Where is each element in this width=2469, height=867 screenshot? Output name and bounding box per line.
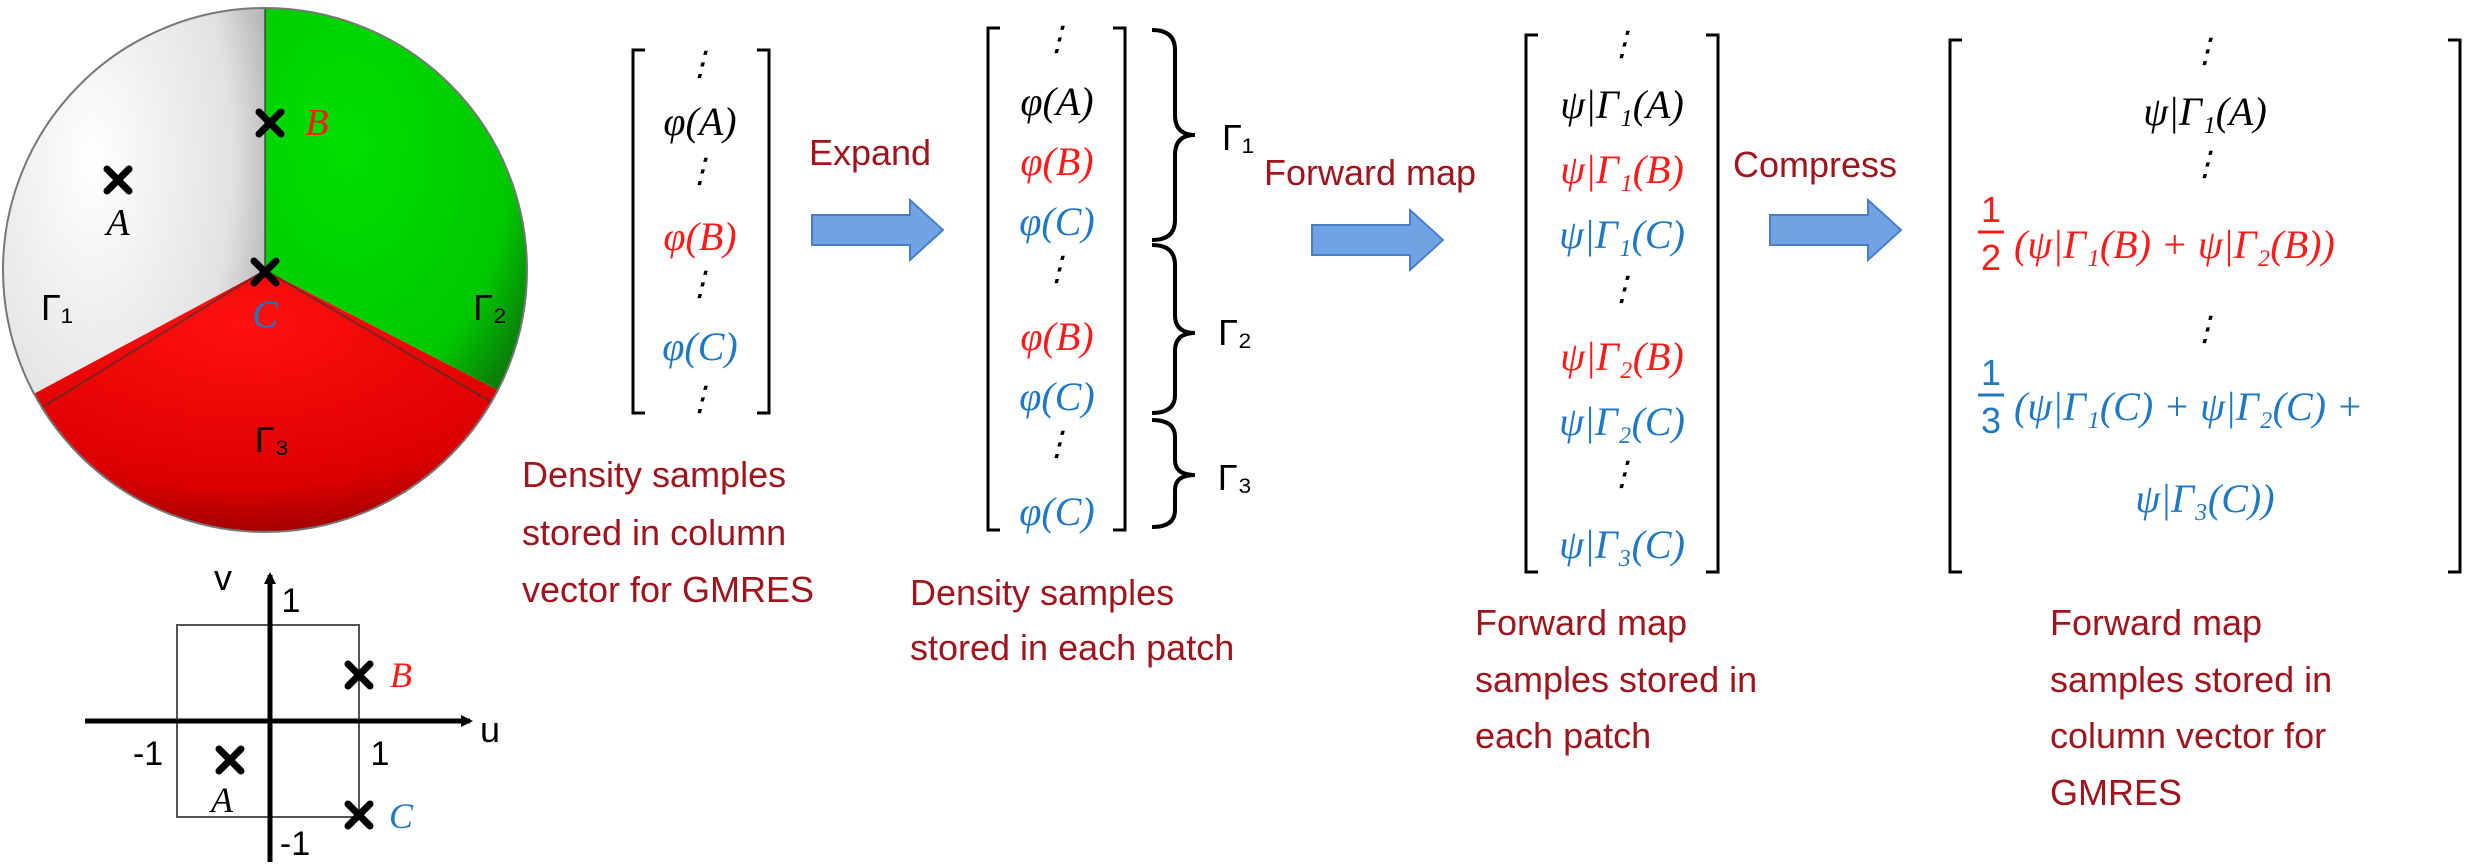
half-fraction-denominator: 2 bbox=[1981, 237, 2001, 278]
vector1-right-bracket bbox=[757, 48, 771, 415]
sphere-label-c: C bbox=[252, 294, 278, 336]
expand-arrow-icon bbox=[811, 197, 945, 263]
vector1-entry: ⋮ bbox=[683, 266, 717, 303]
vector1-entry: φ(C) bbox=[662, 324, 737, 369]
vector1-caption-line: stored in column bbox=[522, 512, 786, 553]
vector2-right-bracket bbox=[1113, 26, 1127, 532]
vector1-entry: ⋮ bbox=[683, 46, 717, 83]
third-average-expression-line2: ψ|Γ₃(C)) bbox=[2135, 476, 2274, 521]
vector2-entry: φ(C) bbox=[1019, 489, 1094, 534]
vector3-entry: ⋮ bbox=[1605, 271, 1639, 308]
forward-map-step: Forward map bbox=[1264, 152, 1476, 273]
vector3-right-bracket bbox=[1706, 33, 1720, 574]
vector1-entry: ⋮ bbox=[683, 153, 717, 190]
vector4-entry: ⋮ bbox=[2188, 146, 2222, 183]
compress-label: Compress bbox=[1733, 144, 1897, 185]
sphere-label-gamma2: Γ₂ bbox=[473, 287, 507, 328]
vector2-entry: φ(C) bbox=[1019, 199, 1094, 244]
patch-gamma1 bbox=[3, 8, 265, 532]
vector1-entry: φ(B) bbox=[663, 214, 736, 259]
tick-v-pos: 1 bbox=[282, 582, 301, 620]
vector1-left-bracket bbox=[631, 48, 645, 415]
vector4-right-bracket bbox=[2448, 38, 2462, 574]
vector4-caption-line: column vector for bbox=[2050, 715, 2326, 756]
tick-u-neg: -1 bbox=[133, 735, 163, 773]
vector3-caption-line: Forward map bbox=[1475, 602, 1687, 643]
v-axis-label: v bbox=[214, 557, 232, 598]
forward-map-label: Forward map bbox=[1264, 152, 1476, 193]
vector4-entry: ⋮ bbox=[2188, 311, 2222, 348]
third-average-expression-line1: (ψ|Γ₁(C) + ψ|Γ₂(C) + bbox=[2014, 384, 2363, 429]
param-plot: u v 1 1 -1 -1 A B C bbox=[85, 557, 500, 863]
third-fraction-denominator: 3 bbox=[1981, 400, 2001, 441]
vector4-caption-line: Forward map bbox=[2050, 602, 2262, 643]
vector-4: ⋮ ψ|Γ₁(A) ⋮ 1 2 (ψ|Γ₁(B) + ψ|Γ₂(B)) ⋮ 1 … bbox=[1948, 33, 2462, 813]
vector2-caption-line: Density samples bbox=[910, 572, 1174, 613]
vector3-left-bracket bbox=[1524, 33, 1538, 574]
vector3-entry: ψ|Γ₃(C) bbox=[1559, 522, 1685, 567]
brace-gamma3 bbox=[1151, 418, 1196, 529]
expand-label: Expand bbox=[809, 132, 931, 173]
compress-step: Compress bbox=[1733, 144, 1903, 263]
brace-label-gamma3: Γ₃ bbox=[1218, 457, 1253, 498]
vector3-entry: ψ|Γ₁(C) bbox=[1559, 212, 1685, 257]
brace-gamma1 bbox=[1151, 28, 1196, 242]
half-average-expression: (ψ|Γ₁(B) + ψ|Γ₂(B)) bbox=[2014, 222, 2335, 267]
vector-1: ⋮ φ(A) ⋮ φ(B) ⋮ φ(C) ⋮ Density samples s… bbox=[522, 46, 814, 610]
sphere-label-b: B bbox=[305, 102, 328, 144]
vector4-caption-line: samples stored in bbox=[2050, 659, 2332, 700]
sphere-label-gamma3: Γ₃ bbox=[255, 419, 290, 460]
brace-gamma2 bbox=[1151, 243, 1196, 415]
param-label-b: B bbox=[390, 655, 412, 695]
vector-3: ⋮ ψ|Γ₁(A) ψ|Γ₁(B) ψ|Γ₁(C) ⋮ ψ|Γ₂(B) ψ|Γ₂… bbox=[1475, 26, 1757, 756]
vector2-entry: ⋮ bbox=[1040, 21, 1074, 58]
param-label-a: A bbox=[209, 780, 234, 820]
expand-step: Expand bbox=[809, 132, 945, 263]
param-marker-a bbox=[219, 749, 241, 771]
vector1-caption-line: Density samples bbox=[522, 454, 786, 495]
vector1-entry: ⋮ bbox=[683, 381, 717, 418]
compress-arrow-icon bbox=[1769, 197, 1903, 263]
vector2-caption-line: stored in each patch bbox=[910, 627, 1234, 668]
u-axis-label: u bbox=[480, 709, 500, 750]
vector2-entry: ⋮ bbox=[1040, 251, 1074, 288]
vector4-entry: ψ|Γ₁(A) bbox=[2143, 89, 2267, 134]
half-fraction-numerator: 1 bbox=[1981, 189, 2001, 230]
vector2-entry: φ(C) bbox=[1019, 374, 1094, 419]
third-fraction-numerator: 1 bbox=[1981, 352, 2001, 393]
sphere: A B C Γ₁ Γ₂ Γ₃ bbox=[2, 7, 528, 533]
sphere-label-gamma1: Γ₁ bbox=[41, 287, 73, 328]
vector4-left-bracket bbox=[1948, 38, 1962, 574]
vector2-entry: φ(B) bbox=[1020, 139, 1093, 184]
vector3-entry: ψ|Γ₁(A) bbox=[1560, 82, 1684, 127]
vector-2: ⋮ φ(A) φ(B) φ(C) ⋮ φ(B) φ(C) ⋮ φ(C) Γ₁ Γ… bbox=[910, 21, 1254, 668]
vector2-entry: φ(A) bbox=[1020, 79, 1093, 124]
vector3-caption-line: samples stored in bbox=[1475, 659, 1757, 700]
vector3-entry: ψ|Γ₁(B) bbox=[1560, 147, 1684, 192]
brace-label-gamma2: Γ₂ bbox=[1218, 312, 1252, 353]
vector3-entry: ⋮ bbox=[1605, 456, 1639, 493]
vector3-entry: ψ|Γ₂(C) bbox=[1559, 399, 1685, 444]
vector4-caption-line: GMRES bbox=[2050, 772, 2182, 813]
patch-gamma3 bbox=[3, 270, 527, 532]
tick-v-neg: -1 bbox=[280, 825, 310, 863]
vector2-left-bracket bbox=[986, 26, 1000, 532]
sphere-label-a: A bbox=[103, 202, 130, 244]
forward-map-arrow-icon bbox=[1311, 207, 1445, 273]
vector1-caption-line: vector for GMRES bbox=[522, 569, 814, 610]
vector3-entry: ψ|Γ₂(B) bbox=[1560, 334, 1684, 379]
tick-u-pos: 1 bbox=[371, 735, 390, 773]
param-label-c: C bbox=[389, 796, 414, 836]
vector2-entry: φ(B) bbox=[1020, 314, 1093, 359]
vector1-entry: φ(A) bbox=[663, 99, 736, 144]
brace-label-gamma1: Γ₁ bbox=[1222, 117, 1254, 158]
vector3-entry: ⋮ bbox=[1605, 26, 1639, 63]
vector4-entry: ⋮ bbox=[2188, 33, 2222, 70]
vector3-caption-line: each patch bbox=[1475, 715, 1651, 756]
vector2-entry: ⋮ bbox=[1040, 426, 1074, 463]
